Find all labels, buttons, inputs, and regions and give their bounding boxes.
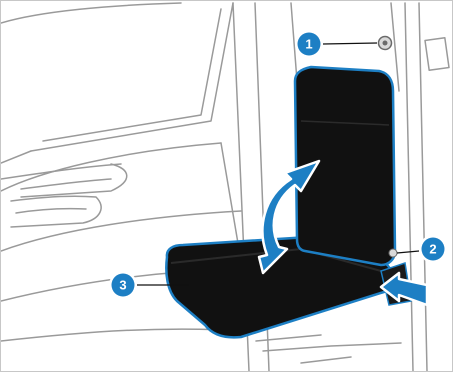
callout-3: 3: [109, 271, 137, 299]
release-button-icon: [389, 249, 397, 257]
upper-mount-icon: [379, 37, 392, 50]
callout-2-label: 2: [429, 242, 436, 257]
callout-1: 1: [295, 30, 323, 58]
callout-2: 2: [419, 235, 447, 263]
callout-3-label: 3: [119, 278, 126, 293]
callout-1-label: 1: [305, 37, 312, 52]
